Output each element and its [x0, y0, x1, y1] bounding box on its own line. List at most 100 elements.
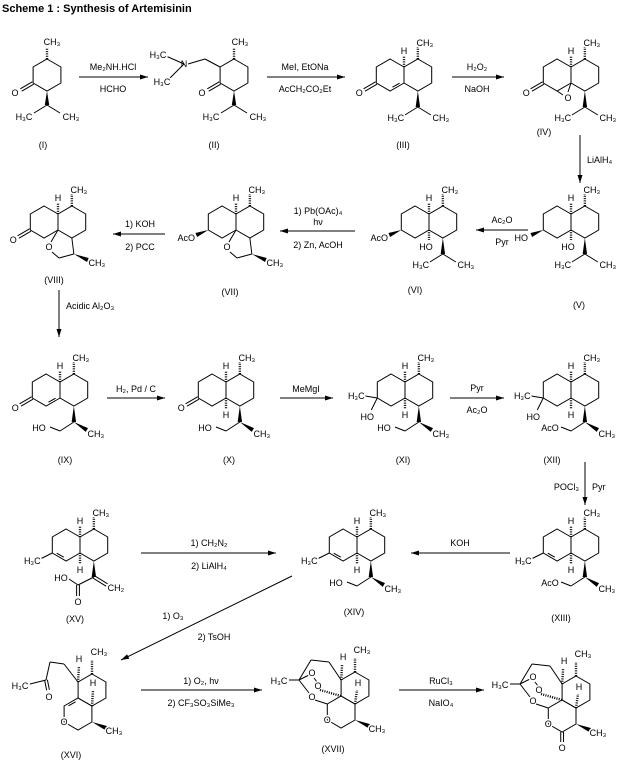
arrow-head-icon	[496, 395, 504, 401]
bond	[92, 577, 107, 587]
reaction-arrow-step-10: MeMgI	[280, 384, 333, 401]
wedge-bond	[388, 230, 402, 238]
wedge-bond	[251, 254, 267, 263]
bond	[549, 665, 563, 685]
bond	[310, 659, 330, 663]
reaction-arrow-step-14: KOH	[411, 538, 510, 556]
compound-label: (VII)	[222, 287, 239, 297]
reagent-label: AcCH₂CO₂Et	[279, 84, 332, 94]
bond	[298, 659, 312, 681]
bond	[49, 661, 65, 665]
bond	[567, 82, 572, 93]
wedge-bond	[416, 406, 422, 422]
bond	[187, 58, 206, 65]
bond	[584, 106, 599, 116]
atom-label: CH₃	[442, 185, 459, 195]
bond	[531, 663, 551, 667]
reagent-label: Me₂NH.HCl	[90, 62, 137, 72]
reaction-arrow-step-8: Acidic Al₂O₃	[56, 290, 115, 337]
bond	[20, 398, 34, 407]
bond	[33, 104, 48, 114]
atom-label: HO	[54, 573, 68, 583]
reaction-arrow-step-4: LiAlH₄	[577, 135, 613, 183]
atom-label: O	[529, 696, 536, 706]
atom-label: H₃C	[492, 680, 509, 690]
reagent-label: Pyr	[495, 237, 509, 247]
reagent-label: hν	[313, 217, 323, 227]
atom-label: H	[568, 193, 575, 203]
atom-label: O	[308, 668, 315, 678]
atom-label: CH₃	[458, 260, 475, 270]
reagent-label: RuCl₃	[429, 676, 453, 686]
hashed-bond	[353, 689, 359, 705]
reagent-label: MeI, EtONa	[281, 62, 328, 72]
bond	[204, 58, 221, 68]
bond	[547, 552, 556, 558]
reaction-arrow-step-9: H₂, Pd / C	[107, 384, 165, 401]
bond	[570, 576, 586, 587]
wedge-bond	[195, 230, 209, 238]
atom-label: CH₃	[239, 353, 256, 363]
arrow-head-icon	[157, 395, 165, 401]
bond	[365, 395, 378, 399]
atom-label: CH₃	[584, 38, 601, 48]
bond	[298, 679, 310, 694]
atom-label: H	[568, 361, 575, 371]
atom-label: CH₃	[584, 353, 601, 363]
atom-label: H	[77, 565, 84, 575]
atom-label: CH₃	[250, 112, 267, 122]
reagent-label: MeMgI	[292, 384, 320, 394]
atom-label: CH₃	[385, 584, 402, 594]
atom-label: O	[10, 235, 17, 245]
wedge-bond	[576, 724, 591, 733]
atom-label: HO	[198, 423, 212, 433]
atom-label: H₃C	[515, 556, 532, 566]
reagent-label: 1) KOH	[125, 219, 155, 229]
atom-label: CH₃	[369, 724, 386, 734]
atom-label: CH₃	[44, 37, 61, 47]
compound-label: (XIII)	[551, 613, 571, 623]
wedge-bond	[584, 422, 600, 432]
bond	[363, 81, 376, 90]
bond	[298, 674, 310, 681]
atom-label: O	[324, 715, 331, 725]
wedge-bond	[71, 406, 77, 422]
reagent-label: 2) LiAlH₄	[191, 561, 227, 571]
reagent-label: 1) O₂, hν	[183, 676, 219, 686]
compound-label: (VIII)	[44, 275, 64, 285]
arrow-head-icon	[140, 74, 148, 80]
bond	[59, 421, 75, 432]
bond	[417, 106, 432, 116]
atom-label: CH₃	[254, 429, 271, 439]
arrow-shaft	[120, 575, 293, 661]
atom-label: O	[308, 692, 315, 702]
bond	[208, 83, 221, 92]
arrow-head-icon	[476, 687, 484, 693]
bond	[19, 396, 32, 405]
reaction-arrow-step-15: 1) O₃2) TsOH	[120, 575, 293, 661]
atom-label: H₃C	[514, 391, 531, 401]
atom-label: O	[12, 403, 19, 413]
atom-label: H₃C	[271, 676, 288, 686]
atom-label: O	[314, 681, 321, 691]
wedge-bond	[231, 91, 237, 105]
atom-label: H	[568, 46, 575, 56]
atom-label: CH₃	[370, 508, 387, 518]
wedge-bond	[237, 406, 243, 422]
atom-label: H	[354, 516, 361, 526]
bond	[48, 397, 56, 403]
bond	[314, 699, 328, 705]
bond	[560, 581, 572, 587]
reagent-label: POCl₃	[554, 482, 580, 492]
